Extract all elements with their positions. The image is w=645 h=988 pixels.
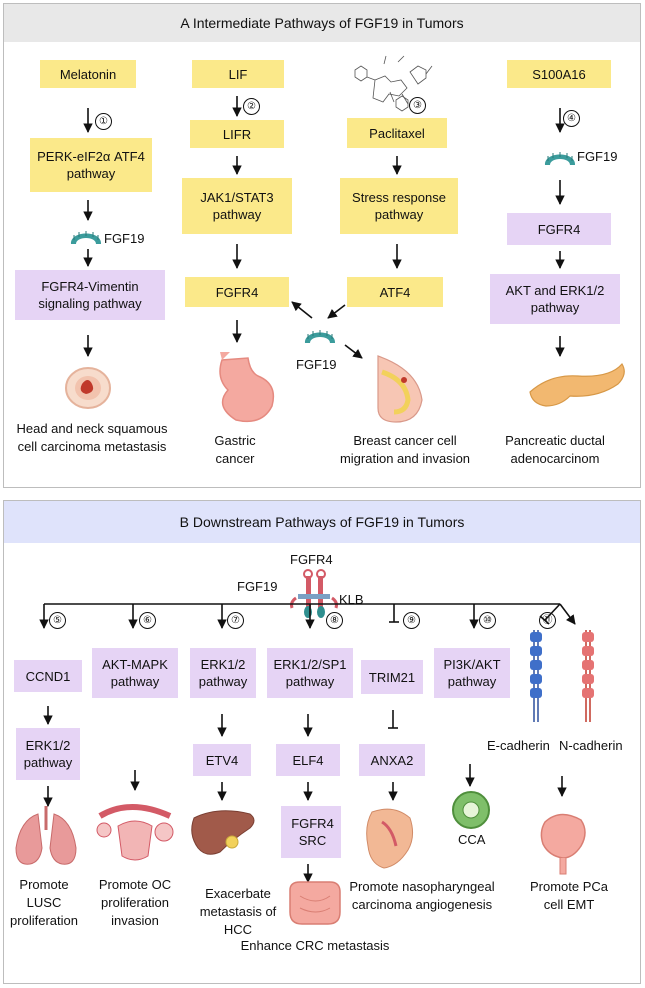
panel-a-title: A Intermediate Pathways of FGF19 in Tumo… (4, 4, 640, 42)
fgf19-label-3: FGF19 (296, 357, 337, 372)
fgfr4-box-a2: FGFR4 (185, 277, 289, 307)
lung-icon (15, 806, 77, 865)
liver-icon (191, 810, 255, 855)
akt-erk-box: AKT and ERK1/2 pathway (490, 274, 620, 324)
fgf19-label-1: FGF19 (104, 231, 145, 246)
step-number-4: ④ (563, 110, 580, 127)
stomach-icon (219, 352, 275, 423)
step-number-5: ⑤ (49, 612, 66, 629)
fgfr4-klb-receptor-icon (290, 569, 338, 618)
panel-a: A Intermediate Pathways of FGF19 in Tumo… (3, 3, 641, 488)
cca-outcome: CCA (458, 832, 486, 847)
hnscc-outcome: Head and neck squamous cell carcinoma me… (16, 421, 168, 454)
fgf19-icon-1 (70, 230, 102, 245)
erk12-box-5: ERK1/2 pathway (16, 728, 80, 780)
fgf19-icon-4 (544, 151, 576, 166)
stress-response-box: Stress response pathway (340, 178, 458, 234)
paclitaxel-box: Paclitaxel (347, 118, 447, 148)
akt-mapk-box: AKT-MAPK pathway (92, 648, 178, 698)
e-cadherin-icon (530, 630, 542, 722)
etv4-box: ETV4 (193, 744, 251, 776)
head-neck-tissue-icon (65, 367, 111, 409)
step-number-10: ⑩ (479, 612, 496, 629)
n-cadherin-icon (582, 630, 594, 722)
panel-b: B Downstream Pathways of FGF19 in Tumors (3, 500, 641, 984)
pca-outcome: Promote PCa cell EMT (529, 879, 609, 912)
step-number-2: ② (243, 98, 260, 115)
n-cadherin-label: N-cadherin (559, 738, 623, 753)
jak1-stat3-box: JAK1/STAT3 pathway (182, 178, 292, 234)
crc-outcome: Enhance CRC metastasis (240, 938, 390, 953)
trim21-box: TRIM21 (361, 660, 423, 694)
panel-b-title: B Downstream Pathways of FGF19 in Tumors (4, 501, 640, 543)
lif-box: LIF (192, 60, 284, 88)
breast-outcome: Breast cancer cell migration and invasio… (339, 433, 471, 466)
inhibit-11-e (544, 603, 561, 621)
step-number-6: ⑥ (139, 612, 156, 629)
perk-pathway-box: PERK-eIF2α ATF4 pathway (30, 138, 152, 192)
e-cadherin-label: E-cadherin (487, 738, 550, 753)
bile-duct-cell-icon (452, 791, 490, 829)
anxa2-box: ANXA2 (359, 744, 425, 776)
elf4-box: ELF4 (276, 744, 340, 776)
nasopharynx-head-icon (366, 808, 414, 869)
step-number-7: ⑦ (227, 612, 244, 629)
arrow-a3-3 (327, 304, 346, 319)
atf4-box: ATF4 (347, 277, 443, 307)
fgfr4-vimentin-box: FGFR4-Vimentin signaling pathway (15, 270, 165, 320)
melatonin-box: Melatonin (40, 60, 136, 88)
fgf19-label-4: FGF19 (577, 149, 618, 164)
pi3k-akt-box: PI3K/AKT pathway (434, 648, 510, 698)
step-number-8: ⑧ (326, 612, 343, 629)
breast-icon (377, 355, 423, 423)
gastric-outcome: Gastric cancer (214, 433, 256, 466)
fgf19-ligand-label: FGF19 (237, 579, 278, 594)
lusc-outcome: Promote LUSC proliferation (10, 877, 78, 928)
npc-outcome: Promote nasopharyngeal carcinoma angioge… (349, 879, 495, 912)
arrow-a3-4 (291, 301, 313, 319)
fgfr4-receptor-label: FGFR4 (290, 552, 333, 567)
step-number-11: ⑪ (539, 612, 556, 629)
ovary-icon (96, 804, 174, 861)
branch-11-n (559, 603, 576, 625)
s100a16-box: S100A16 (507, 60, 611, 88)
hcc-outcome: Exacerbate metastasis of HCC (199, 886, 277, 937)
fgf19-icon-3 (304, 329, 336, 344)
colon-icon (289, 881, 341, 925)
fgfr4-src-box: FGFR4 SRC (281, 806, 341, 858)
prostate-bladder-icon (540, 813, 586, 875)
step-number-1: ① (95, 113, 112, 130)
erk12-sp1-box: ERK1/2/SP1 pathway (267, 648, 353, 698)
erk12-box-7: ERK1/2 pathway (190, 648, 256, 698)
step-number-3: ③ (409, 97, 426, 114)
pdac-outcome: Pancreatic ductal adenocarcinom (505, 433, 605, 466)
fgfr4-box-a4: FGFR4 (507, 213, 611, 245)
oc-outcome: Promote OC proliferation invasion (98, 877, 172, 928)
arrow-a3-5 (344, 344, 363, 359)
step-number-9: ⑨ (403, 612, 420, 629)
pancreas-icon (529, 362, 625, 407)
lifr-box: LIFR (190, 120, 284, 148)
paclitaxel-structure-icon (354, 55, 433, 112)
ccnd1-box: CCND1 (14, 660, 82, 692)
